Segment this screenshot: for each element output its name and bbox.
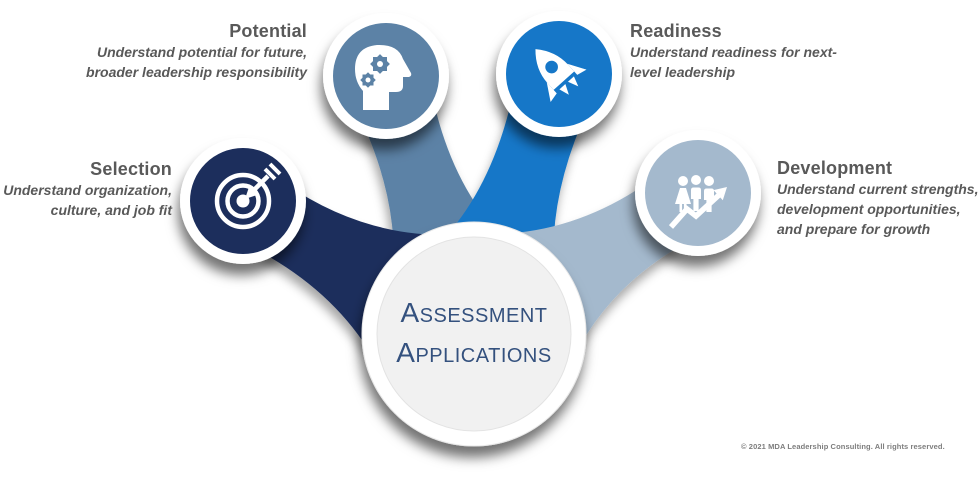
potential-desc-line: Understand potential for future, (97, 44, 307, 60)
connector-development (510, 185, 682, 345)
potential-label: Potential (229, 21, 307, 41)
readiness-desc-line: level leadership (630, 64, 736, 80)
development-desc-line: Understand current strengths, (777, 181, 979, 197)
center-title: Assessment Applications (324, 293, 624, 373)
rocket-icon (535, 49, 587, 102)
copyright-notice: © 2021 MDA Leadership Consulting. All ri… (741, 442, 945, 451)
selection-block: Selection Understand organization, cultu… (3, 159, 172, 220)
readiness-desc-line: Understand readiness for next- (630, 44, 837, 60)
center-title-line1: Assessment (400, 297, 548, 328)
development-desc-line: development opportunities, (777, 201, 961, 217)
node-selection (180, 138, 306, 264)
readiness-block: Readiness Understand readiness for next-… (630, 21, 837, 82)
head-gears-icon (355, 44, 412, 110)
selection-label: Selection (90, 159, 172, 179)
connector-selection (261, 191, 434, 350)
development-desc-line: and prepare for growth (777, 221, 931, 237)
selection-desc-line: Understand organization, (3, 182, 172, 198)
potential-desc-line: broader leadership responsibility (86, 64, 307, 80)
selection-desc-line: culture, and job fit (50, 202, 172, 218)
development-label: Development (777, 158, 893, 178)
people-growth-icon (668, 175, 727, 229)
center-circle (361, 221, 587, 447)
node-readiness (496, 11, 622, 137)
node-development (635, 130, 761, 256)
center-title-line2: Applications (396, 337, 552, 368)
target-icon (214, 162, 282, 230)
development-block: Development Understand current strengths… (777, 158, 978, 239)
readiness-label: Readiness (630, 21, 722, 41)
potential-block: Potential Understand potential for futur… (86, 21, 307, 82)
node-potential (323, 13, 449, 139)
